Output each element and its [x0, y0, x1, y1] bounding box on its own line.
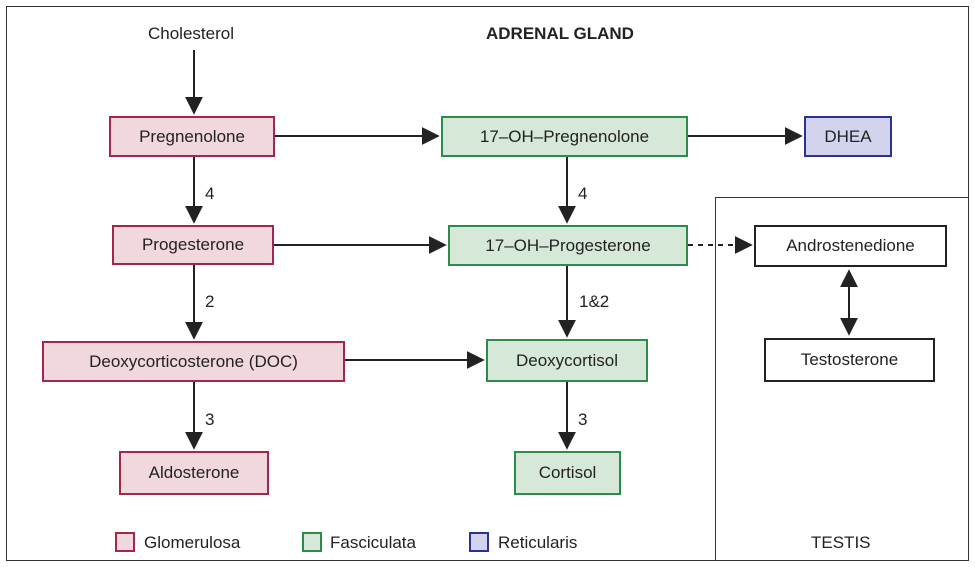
node-cortisol: Cortisol [514, 451, 621, 495]
enzyme-label-prog-doc: 2 [205, 292, 215, 311]
node-progesterone: Progesterone [112, 225, 274, 265]
legend-label-fasciculata: Fasciculata [330, 533, 416, 552]
legend-swatch-fasciculata [302, 532, 322, 552]
testis-label: TESTIS [811, 533, 871, 552]
node-doc: Deoxycorticosterone (DOC) [42, 341, 345, 382]
node-testosterone: Testosterone [764, 338, 935, 382]
enzyme-label-doc-aldo: 3 [205, 410, 215, 429]
diagram-frame [6, 6, 969, 561]
legend-label-glomerulosa: Glomerulosa [144, 533, 241, 552]
node-17-oh-pregnenolone: 17–OH–Pregnenolone [441, 116, 688, 157]
diagram-title: ADRENAL GLAND [486, 24, 634, 43]
enzyme-label-preg-prog: 4 [205, 184, 215, 203]
legend-swatch-reticularis [469, 532, 489, 552]
enzyme-label-ohpreg-ohprog: 4 [578, 184, 588, 203]
testis-panel [715, 197, 969, 561]
legend-swatch-glomerulosa [115, 532, 135, 552]
enzyme-label-deoxycortisol-cortisol: 3 [578, 410, 588, 429]
node-androstenedione: Androstenedione [754, 225, 947, 267]
enzyme-label-ohprog-deoxycortisol: 1&2 [579, 292, 610, 311]
node-pregnenolone: Pregnenolone [109, 116, 275, 157]
cholesterol-label: Cholesterol [148, 24, 234, 43]
node-deoxycortisol: Deoxycortisol [486, 339, 648, 382]
node-17-oh-progesterone: 17–OH–Progesterone [448, 225, 688, 266]
legend-label-reticularis: Reticularis [498, 533, 578, 552]
node-aldosterone: Aldosterone [119, 451, 269, 495]
node-dhea: DHEA [804, 116, 892, 157]
